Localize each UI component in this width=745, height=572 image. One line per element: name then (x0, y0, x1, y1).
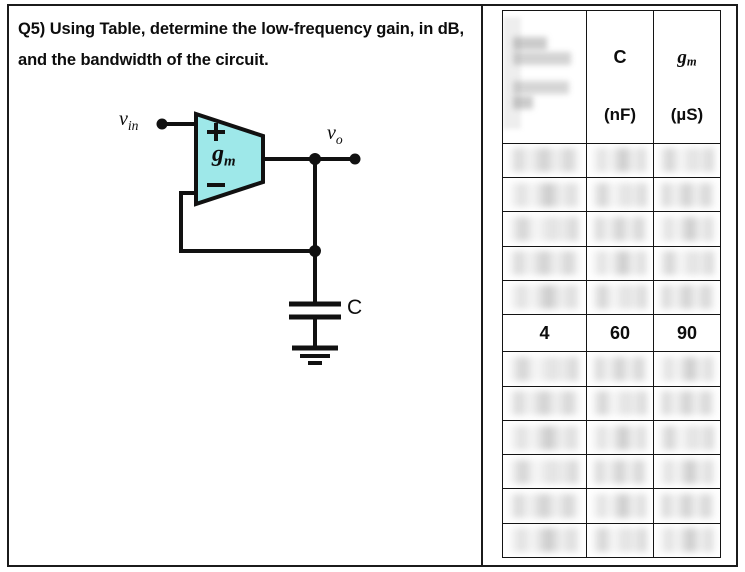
header-symbol-transconductance: gm (654, 47, 720, 69)
table-cell-redacted (502, 351, 587, 387)
value-cell-capacitance: 60 (586, 314, 654, 353)
table-cell-redacted (586, 522, 654, 559)
table-cell-redacted (586, 454, 654, 490)
capacitor-label: C (347, 296, 363, 319)
header-symbol-gm-base: g (677, 47, 687, 68)
circuit-svg (156, 111, 361, 365)
table-cell-redacted (653, 177, 721, 213)
input-terminal-dot (156, 118, 168, 130)
table-cell-redacted (502, 177, 587, 213)
input-label-base: v (119, 108, 128, 130)
table-row (502, 177, 721, 213)
input-label-subscript: in (127, 118, 139, 133)
table-row (502, 351, 721, 387)
input-label: vin (119, 108, 138, 134)
output-label-base: v (327, 122, 336, 144)
question-text: Q5) Using Table, determine the low-frequ… (18, 20, 464, 69)
table-cell-redacted (502, 522, 587, 559)
table-row (502, 419, 721, 456)
feedback-node-dot (309, 245, 321, 257)
table-cell-redacted (502, 142, 587, 179)
amplifier-gain-subscript: m (224, 153, 236, 170)
table-cell-redacted (586, 419, 654, 456)
table-cell-redacted (653, 245, 721, 281)
output-label: vo (327, 122, 343, 148)
table-cell-redacted (653, 142, 721, 179)
table-cell-redacted (653, 279, 721, 316)
table-row (502, 142, 721, 179)
table-row (502, 385, 721, 421)
table-cell-redacted (586, 177, 654, 213)
table-row (502, 488, 721, 524)
header-cell-redacted (502, 10, 587, 144)
value-cell-transconductance: 90 (653, 314, 721, 353)
table-cell-redacted (502, 211, 587, 247)
table-cell-redacted (586, 351, 654, 387)
header-cell-capacitance: C (nF) (586, 10, 654, 144)
output-terminal-dot (349, 153, 361, 165)
table-cell-redacted (586, 142, 654, 179)
header-cell-transconductance: gm (µS) (653, 10, 721, 144)
table-cell-redacted (653, 385, 721, 421)
panel-divider (481, 4, 483, 567)
table-row (502, 211, 721, 247)
amplifier-gain-base: g (212, 141, 224, 167)
table-cell-redacted (586, 211, 654, 247)
table-row (502, 245, 721, 281)
table-cell-redacted (502, 488, 587, 524)
header-unit-capacitance: (nF) (603, 104, 637, 124)
table-cell-redacted (653, 454, 721, 490)
problem-panel: Q5) Using Table, determine the low-frequ… (9, 6, 480, 565)
table-cell-redacted (586, 279, 654, 316)
table-row (502, 454, 721, 490)
table-cell-redacted (502, 385, 587, 421)
value-cell-column-1: 4 (502, 314, 587, 353)
table-cell-redacted (586, 245, 654, 281)
header-symbol-gm-subscript: m (686, 54, 697, 69)
table-cell-redacted (586, 385, 654, 421)
component-values-table: C (nF) gm (µS) (502, 10, 721, 559)
table-header-row: C (nF) gm (µS) (502, 10, 721, 144)
table-cell-redacted (502, 419, 587, 456)
table-row-values: 4 60 90 (502, 314, 721, 353)
table-cell-redacted (502, 454, 587, 490)
amplifier-gain-label: gm (212, 141, 236, 170)
circuit-diagram: vin vo gm C (119, 106, 409, 366)
table-cell-redacted (653, 211, 721, 247)
table-row (502, 522, 721, 559)
header-unit-transconductance: (µS) (670, 104, 704, 124)
table-cell-redacted (502, 245, 587, 281)
table-cell-redacted (653, 419, 721, 456)
table-cell-redacted (502, 279, 587, 316)
header-symbol-capacitance: C (613, 47, 627, 67)
table-panel: C (nF) gm (µS) (483, 4, 738, 567)
table-cell-redacted (586, 488, 654, 524)
table-cell-redacted (653, 351, 721, 387)
table-cell-redacted (653, 522, 721, 559)
transconductance-amplifier-body (194, 111, 265, 207)
table-row (502, 279, 721, 316)
plus-terminal-icon (207, 123, 225, 141)
output-label-subscript: o (335, 132, 343, 147)
table-cell-redacted (653, 488, 721, 524)
